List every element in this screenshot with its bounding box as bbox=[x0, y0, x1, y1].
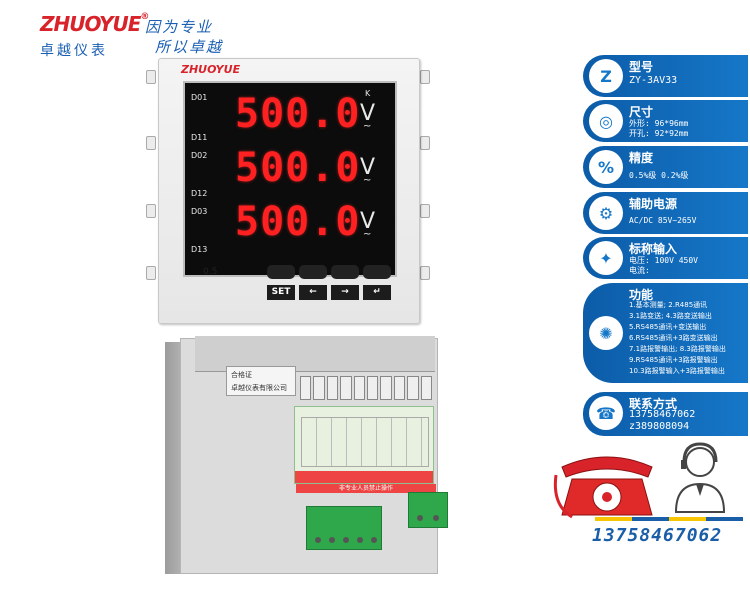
spec-functions-title: 功能 bbox=[629, 288, 654, 302]
wiring-grid bbox=[301, 417, 429, 467]
top-button-2[interactable] bbox=[299, 265, 327, 279]
function-network-icon: ✺ bbox=[589, 316, 623, 350]
terminal-block-left bbox=[306, 506, 382, 550]
tape-measure-icon: ◎ bbox=[589, 104, 623, 138]
unit-3: V~ bbox=[360, 209, 376, 240]
label-do1: D01 bbox=[191, 93, 208, 102]
function-item: 7.1路报警输出; 8.3路报警输出 bbox=[629, 345, 726, 353]
contact-qq: z389808094 bbox=[629, 421, 690, 432]
red-telephone-icon bbox=[553, 456, 653, 519]
label-di3: D13 bbox=[191, 245, 208, 254]
ac-wave-icon: ~ bbox=[363, 229, 372, 240]
unit-2: V~ bbox=[360, 155, 376, 186]
meter-logo: ZHUOYUE bbox=[181, 63, 241, 76]
wiring-diagram-sticker bbox=[294, 406, 434, 484]
left-arrow-button[interactable]: ← bbox=[299, 285, 327, 300]
function-item: 5.RS485通讯+变送输出 bbox=[629, 323, 707, 331]
phone-icon: ☎ bbox=[589, 396, 623, 430]
warning-strip bbox=[295, 471, 433, 483]
meter-clips-left bbox=[146, 70, 156, 280]
accuracy-class-label: 0.5 bbox=[203, 267, 218, 277]
brand-logo-text: ZHUOYUE bbox=[40, 12, 141, 36]
label-do3: D03 bbox=[191, 207, 208, 216]
label-do2: D02 bbox=[191, 151, 208, 160]
brand-slogan-1: 因为专业 bbox=[145, 18, 214, 36]
spec-input: ✦ 标称输入 电压: 100V 450V 电流: bbox=[583, 237, 748, 279]
certificate-title: 合格证 bbox=[231, 371, 252, 379]
spec-input-voltage: 电压: 100V 450V bbox=[629, 256, 698, 265]
right-arrow-button[interactable]: → bbox=[331, 285, 359, 300]
registered-mark: ® bbox=[140, 12, 149, 22]
spec-contact-title: 联系方式 bbox=[629, 397, 678, 411]
reading-3: 500.0 bbox=[235, 199, 361, 245]
label-di2: D12 bbox=[191, 189, 208, 198]
spec-power-title: 辅助电源 bbox=[629, 197, 678, 211]
unit-3-label: V bbox=[360, 209, 376, 234]
spec-accuracy-value: 0.5%级 0.2%级 bbox=[629, 171, 689, 180]
brand-cn-name: 卓越仪表 bbox=[40, 43, 108, 59]
enter-button[interactable]: ↵ bbox=[363, 285, 391, 300]
meter-front-panel: ZHUOYUE D01 K D11 D02 D12 D03 D13 500.0 … bbox=[158, 58, 420, 324]
label-di1: D11 bbox=[191, 133, 208, 142]
spec-accuracy-title: 精度 bbox=[629, 151, 654, 165]
spec-input-title: 标称输入 bbox=[629, 242, 678, 256]
terminal-block-right bbox=[408, 492, 448, 528]
ac-wave-icon: ~ bbox=[363, 175, 372, 186]
spec-accuracy: % 精度 0.5%级 0.2%级 bbox=[583, 146, 748, 188]
unit-2-label: V bbox=[360, 155, 376, 180]
top-button-1[interactable] bbox=[267, 265, 295, 279]
certificate-company: 卓越仪表有限公司 bbox=[231, 384, 287, 392]
brand-logo: ZHUOYUE® bbox=[40, 12, 149, 36]
top-button-3[interactable] bbox=[331, 265, 359, 279]
ac-wave-icon: ~ bbox=[363, 121, 372, 132]
meter-display: D01 K D11 D02 D12 D03 D13 500.0 500.0 50… bbox=[183, 81, 397, 277]
meter-clips-right bbox=[420, 70, 430, 280]
meter-back-certificate: 合格证 卓越仪表有限公司 bbox=[226, 366, 296, 396]
percent-icon: % bbox=[589, 150, 623, 184]
brand-header: ZHUOYUE® 卓越仪表 因为专业 所以卓越 bbox=[40, 12, 240, 62]
spec-model: Z 型号 ZY-3AV33 bbox=[583, 55, 748, 97]
reading-1: 500.0 bbox=[235, 91, 361, 137]
set-button[interactable]: SET bbox=[267, 285, 295, 300]
phone-banner-stripe bbox=[595, 517, 743, 521]
unit-1: V~ bbox=[360, 101, 376, 132]
warning-text: 非专业人员禁止操作 bbox=[296, 484, 436, 493]
function-item: 9.RS485通讯+3路报警输出 bbox=[629, 356, 718, 364]
input-signal-icon: ✦ bbox=[589, 241, 623, 275]
spec-size-title: 尺寸 bbox=[629, 105, 654, 119]
brand-logo-icon: Z bbox=[589, 59, 623, 93]
customer-service-icon bbox=[674, 442, 726, 513]
spec-power-value: AC/DC 85V~265V bbox=[629, 216, 697, 225]
label-k: K bbox=[365, 89, 371, 98]
function-item: 3.1路变送; 4.3路变送输出 bbox=[629, 312, 712, 320]
power-supply-icon: ⚙ bbox=[589, 196, 623, 230]
top-button-4[interactable] bbox=[363, 265, 391, 279]
phone-banner-number: 13758467062 bbox=[592, 525, 723, 546]
spec-model-value: ZY-3AV33 bbox=[629, 75, 678, 86]
function-item: 6.RS485通讯+3路变送输出 bbox=[629, 334, 718, 342]
spec-size-outer: 外形: 96*96mm bbox=[629, 119, 689, 128]
spec-functions: ✺ 功能 1.基本测量; 2.R485通讯 3.1路变送; 4.3路变送输出 5… bbox=[583, 283, 748, 383]
brand-slogan-2: 所以卓越 bbox=[155, 38, 224, 56]
spec-size-cutout: 开孔: 92*92mm bbox=[629, 129, 689, 138]
spec-model-title: 型号 bbox=[629, 60, 654, 74]
function-item: 1.基本测量; 2.R485通讯 bbox=[629, 301, 708, 309]
unit-1-label: V bbox=[360, 101, 376, 126]
contact-phone: 13758467062 bbox=[629, 409, 696, 420]
function-item: 10.3路报警输入+3路报警输出 bbox=[629, 367, 725, 375]
spec-size: ◎ 尺寸 外形: 96*96mm 开孔: 92*92mm bbox=[583, 100, 748, 142]
spec-power: ⚙ 辅助电源 AC/DC 85V~265V bbox=[583, 192, 748, 234]
top-terminal-row bbox=[300, 376, 433, 400]
reading-2: 500.0 bbox=[235, 145, 361, 191]
spec-input-current: 电流: bbox=[629, 266, 650, 275]
spec-contact: ☎ 联系方式 13758467062 z389808094 bbox=[583, 392, 748, 436]
